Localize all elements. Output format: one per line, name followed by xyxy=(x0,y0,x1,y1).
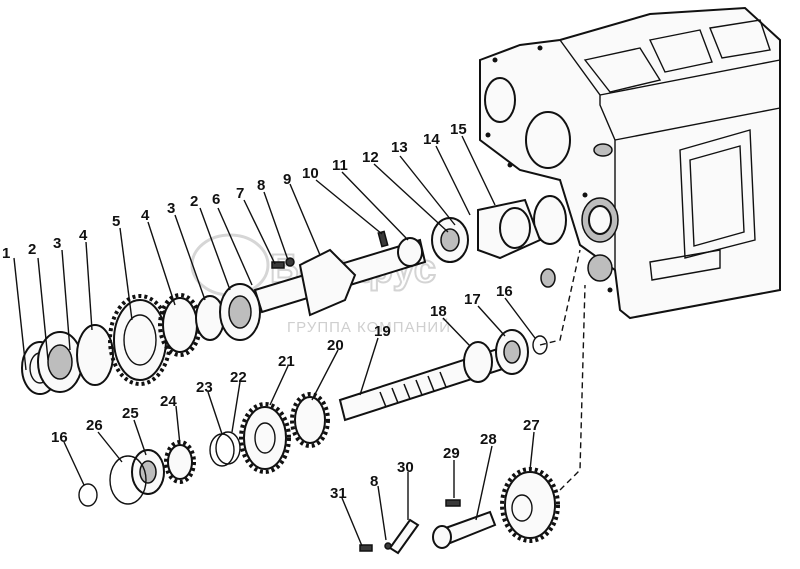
callout-27: 27 xyxy=(523,417,540,434)
callout-21: 21 xyxy=(278,353,295,370)
callout-15: 15 xyxy=(450,121,467,138)
callout-28: 28 xyxy=(480,431,497,448)
leader-lines xyxy=(13,135,536,547)
callout-5: 5 xyxy=(112,213,120,230)
callout-3: 3 xyxy=(53,235,61,252)
lower-shaft-assembly xyxy=(78,329,548,507)
callout-10: 10 xyxy=(302,165,319,182)
callout-16-second: 16 xyxy=(51,429,68,446)
callout-1: 1 xyxy=(2,245,10,262)
callout-14: 14 xyxy=(423,131,440,148)
callout-17: 17 xyxy=(464,291,481,308)
callout-16: 16 xyxy=(496,283,513,300)
callout-19: 19 xyxy=(374,323,391,340)
callout-2-second: 2 xyxy=(190,193,198,210)
upper-shaft-assembly xyxy=(21,198,542,395)
callout-20: 20 xyxy=(327,337,344,354)
callout-4: 4 xyxy=(79,227,88,244)
small-parts-group xyxy=(359,467,560,555)
callout-24: 24 xyxy=(160,393,177,410)
callout-9: 9 xyxy=(283,171,291,188)
callout-2: 2 xyxy=(28,241,36,258)
callout-4-second: 4 xyxy=(141,207,150,224)
watermark-text: ГРУППА КОМПАНИЙ xyxy=(287,318,451,336)
callout-labels: 1 2 3 4 5 4 3 2 6 7 8 9 10 11 12 13 14 1… xyxy=(2,121,540,502)
callout-6: 6 xyxy=(212,191,220,208)
callout-13: 13 xyxy=(391,139,408,156)
callout-25: 25 xyxy=(122,405,139,422)
callout-8-second: 8 xyxy=(370,473,378,490)
gearbox-housing xyxy=(479,6,781,320)
callout-30: 30 xyxy=(397,459,414,476)
callout-3-second: 3 xyxy=(167,200,175,217)
callout-12: 12 xyxy=(362,149,379,166)
callout-18: 18 xyxy=(430,303,447,320)
alignment-lines xyxy=(539,249,586,491)
callout-22: 22 xyxy=(230,369,247,386)
callout-23: 23 xyxy=(196,379,213,396)
callout-7: 7 xyxy=(236,185,244,202)
callout-31: 31 xyxy=(330,485,347,502)
callout-8: 8 xyxy=(257,177,265,194)
callout-29: 29 xyxy=(443,445,460,462)
callout-26: 26 xyxy=(86,417,103,434)
callout-11: 11 xyxy=(332,157,348,174)
